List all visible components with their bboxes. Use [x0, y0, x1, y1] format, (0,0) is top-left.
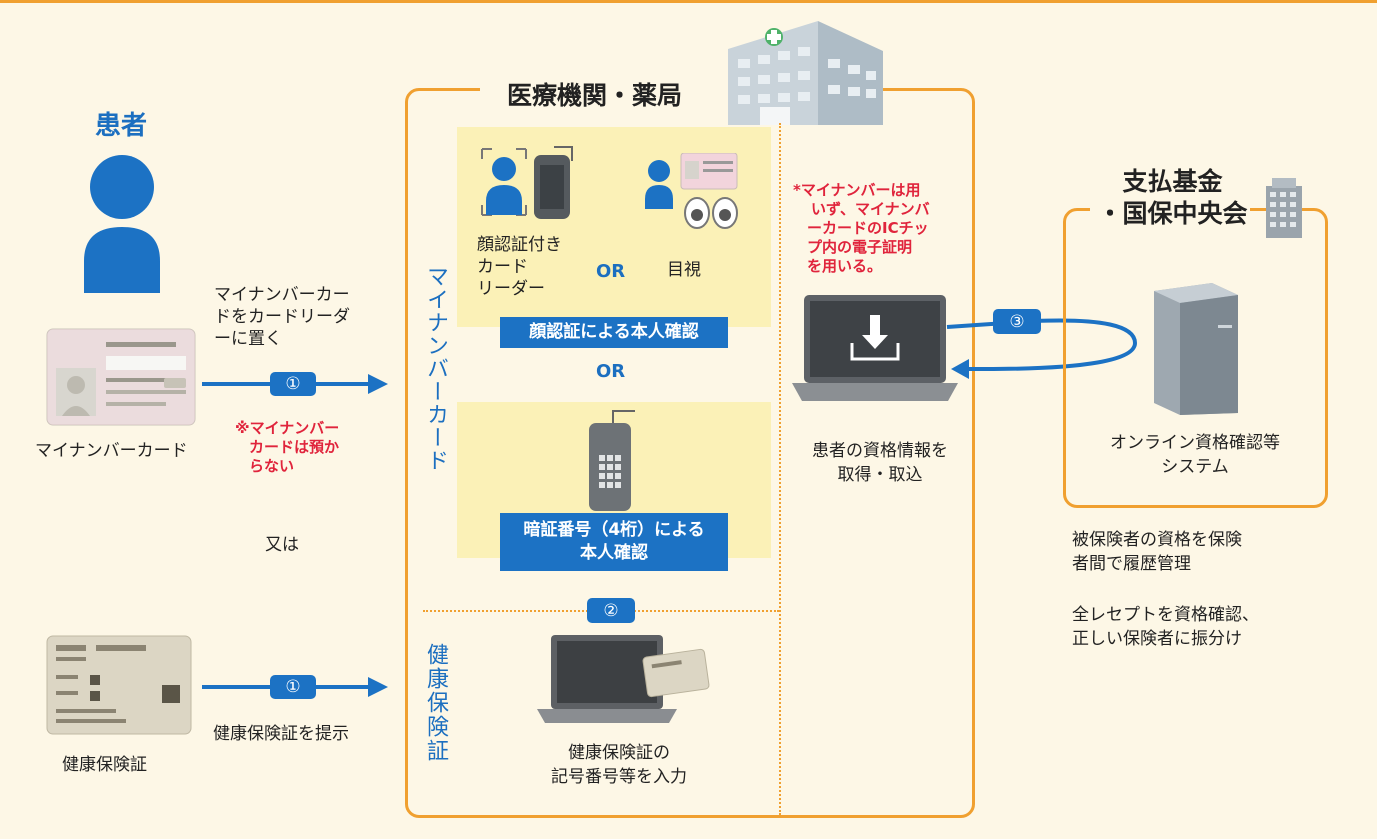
exchange-arrow: [946, 318, 1138, 379]
download-icon: [850, 315, 900, 361]
system-label: オンライン資格確認等 システム: [1075, 431, 1315, 479]
history-description-line: 被保険者の資格を保険: [1072, 530, 1242, 550]
insurance-card-icon: [46, 635, 192, 735]
insurance-instruction: 健康保険証を提示: [213, 724, 349, 744]
face-reader-line: 顔認証付き: [477, 235, 562, 255]
insurance-card-caption: 健康保険証: [62, 755, 147, 775]
cert-note-line: *マイナンバーは用: [793, 181, 921, 199]
electronic-cert-note: *マイナンバーは用 いず、マイナンバ ーカードのICチッ プ内の電子証明 を用い…: [793, 181, 930, 276]
pin-auth-line: 暗証番号（4桁）による: [523, 520, 705, 540]
fund-title-line: ・国保中央会: [1097, 199, 1248, 228]
face-reader-line: リーダー: [477, 279, 545, 299]
fund-title-line: 支払基金: [1122, 167, 1223, 196]
insurance-entry-line: 健康保険証の: [568, 743, 670, 763]
receipt-description-line: 正しい保険者に振分け: [1072, 629, 1242, 649]
mynumber-card-icon: [46, 328, 196, 426]
card-note-line: らない: [249, 457, 295, 475]
server-icon: [1154, 283, 1238, 415]
receipt-description: 全レセプトを資格確認、 正しい保険者に振分け: [1072, 603, 1259, 651]
patient-title: 患者: [95, 111, 148, 141]
or-text: 又は: [265, 535, 299, 555]
cert-note-line: プ内の電子証明: [807, 238, 913, 256]
mynumber-instruction: マイナンバーカー ドをカードリーダ ーに置く: [214, 284, 350, 350]
receipt-description-line: 全レセプトを資格確認、: [1072, 605, 1259, 625]
system-label-line: システム: [1161, 457, 1229, 477]
card-note-line: ※マイナンバー: [235, 419, 340, 437]
face-reader-icon: [481, 146, 573, 219]
pin-auth-box: 暗証番号（4桁）による 本人確認: [500, 513, 728, 571]
card-not-kept-note: ※マイナンバー カードは預か らない: [235, 419, 339, 476]
person-icon: [84, 155, 160, 293]
step-1-badge: ①: [270, 372, 316, 396]
eyes-icon: [645, 153, 738, 229]
step-1-insurance-badge: ①: [270, 675, 316, 699]
column-divider: [779, 123, 781, 815]
institution-title: 医療機関・薬局: [507, 81, 683, 110]
hospital-building-icon: [728, 21, 883, 125]
or-label-middle: OR: [596, 361, 626, 382]
acquire-info-line: 取得・取込: [837, 465, 923, 485]
cert-note-line: を用いる。: [807, 257, 883, 275]
history-description-line: 者間で履歴管理: [1072, 554, 1191, 574]
mynumber-instruction-line: マイナンバーカー: [214, 285, 350, 305]
cert-note-line: いず、マイナンバ: [811, 200, 930, 218]
office-building-icon: [1266, 178, 1302, 238]
mynumber-instruction-line: ドをカードリーダ: [214, 307, 350, 327]
face-auth-box: 顔認証による本人確認: [500, 317, 728, 348]
system-label-line: オンライン資格確認等: [1110, 433, 1280, 453]
acquire-info-line: 患者の資格情報を: [812, 441, 948, 461]
visual-check-label: 目視: [667, 260, 701, 280]
fund-title: 支払基金 ・国保中央会: [1085, 166, 1260, 230]
insurance-vertical-text: 健康保険証: [423, 643, 448, 763]
insurance-vertical-label: 健康保険証: [422, 643, 450, 763]
insurance-entry-line: 記号番号等を入力: [551, 767, 687, 787]
mynumber-instruction-line: ーに置く: [214, 329, 282, 349]
insurance-entry-label: 健康保険証の 記号番号等を入力: [549, 741, 689, 789]
laptop-insurance-icon: [537, 635, 710, 723]
step-3-badge: ③: [993, 309, 1041, 334]
face-reader-line: カード: [477, 257, 528, 277]
or-label-top: OR: [596, 261, 626, 282]
history-description: 被保険者の資格を保険 者間で履歴管理: [1072, 528, 1242, 576]
mynumber-vertical-label: マイナンバーカード: [422, 265, 450, 472]
mynumber-vertical-text: マイナンバーカード: [423, 265, 448, 472]
pin-pad-icon: [589, 410, 635, 511]
laptop-icon: [792, 295, 958, 401]
step-2-badge: ②: [587, 598, 635, 623]
fund-title-gap: [1090, 199, 1250, 219]
card-note-line: カードは預か: [249, 438, 340, 456]
face-reader-label: 顔認証付き カード リーダー: [477, 234, 562, 300]
pin-auth-line: 本人確認: [580, 543, 648, 563]
mynumber-card-caption: マイナンバーカード: [35, 441, 188, 461]
cert-note-line: ーカードのICチッ: [807, 219, 929, 237]
acquire-info-label: 患者の資格情報を 取得・取込: [790, 439, 970, 487]
